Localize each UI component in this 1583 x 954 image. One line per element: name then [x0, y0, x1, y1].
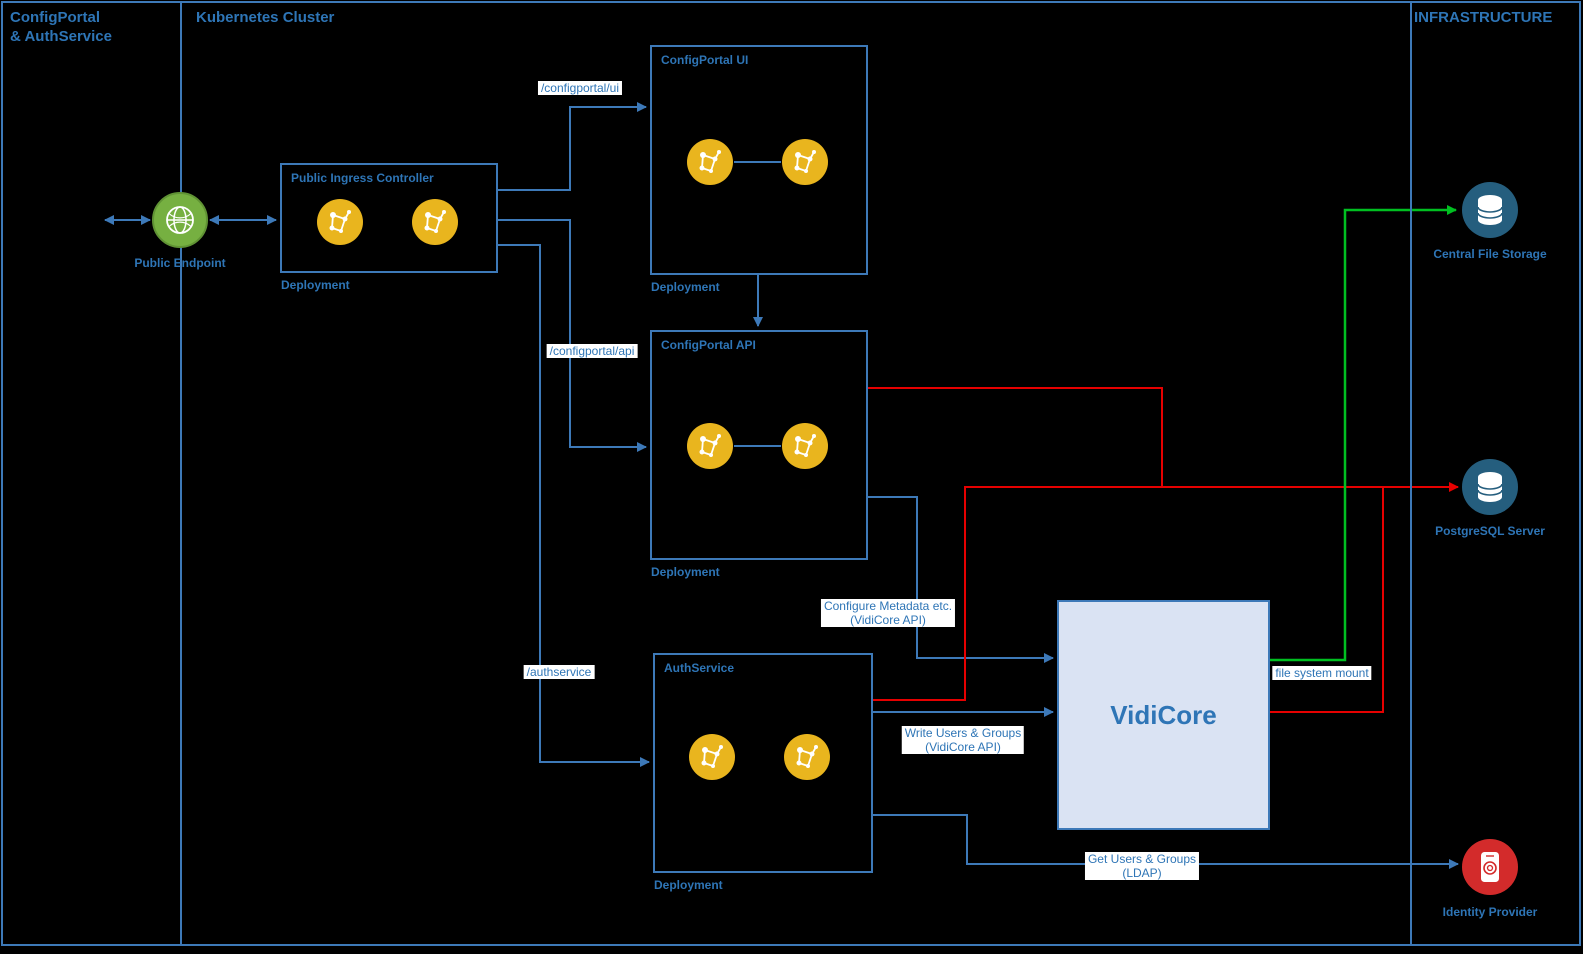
edge-ingress-authservice: [498, 244, 650, 767]
edge-label-authservice-path: /authservice: [523, 665, 595, 679]
edge-api-postgres: [868, 387, 1163, 487]
identity-provider-node: [1462, 839, 1518, 895]
postgresql-server-label: PostgreSQL Server: [1435, 524, 1545, 538]
section-title-line2: & AuthService: [10, 28, 112, 45]
configportal-api-title: ConfigPortal API: [661, 338, 756, 352]
edge-label-configportal-ui-path: /configportal/ui: [537, 81, 623, 95]
pod-icon: [317, 199, 363, 245]
public-endpoint-node: [152, 192, 208, 248]
edge-label-write-users-groups: Write Users & Groups (VidiCore API): [901, 726, 1025, 754]
edge-label-line: (VidiCore API): [925, 740, 1001, 754]
edge-ingress-configportal-ui: [498, 102, 647, 191]
public-ingress-controller-box: Public Ingress Controller: [280, 163, 498, 273]
vidicore-box: VidiCore: [1057, 600, 1270, 830]
postgresql-server-node: [1462, 459, 1518, 515]
configportal-ui-deployment-label: Deployment: [651, 280, 720, 294]
configportal-api-deployment-label: Deployment: [651, 565, 720, 579]
section-title-line1: ConfigPortal: [10, 9, 100, 26]
pod-icon: [782, 423, 828, 469]
section-title-infrastructure: INFRASTRUCTURE: [1414, 9, 1553, 26]
pod-icon: [784, 734, 830, 780]
configportal-ui-title: ConfigPortal UI: [661, 53, 749, 67]
ingress-deployment-label: Deployment: [281, 278, 350, 292]
edge-vidicore-postgres: [1270, 487, 1384, 713]
edge-label-configportal-api-path: /configportal/api: [546, 344, 638, 358]
section-title-configportal-authservice: ConfigPortal & AuthService: [10, 8, 112, 46]
edge-api-vidicore: [868, 496, 1054, 663]
edge-label-configure-metadata: Configure Metadata etc. (VidiCore API): [820, 599, 956, 627]
edge-vidicore-file-storage: [1270, 205, 1457, 662]
identity-provider-label: Identity Provider: [1442, 905, 1538, 919]
database-icon: [1477, 472, 1503, 502]
pod-icon: [412, 199, 458, 245]
central-file-storage-node: [1462, 182, 1518, 238]
edge-label-line: (LDAP): [1122, 866, 1162, 880]
divider-left-section: [180, 1, 182, 946]
public-endpoint-label: Public Endpoint: [134, 256, 226, 270]
pod-icon: [782, 139, 828, 185]
public-ingress-controller-title: Public Ingress Controller: [291, 171, 434, 185]
configportal-api-box: ConfigPortal API: [650, 330, 868, 560]
authservice-title: AuthService: [664, 661, 735, 675]
section-title-kubernetes-cluster: Kubernetes Cluster: [196, 9, 335, 26]
authservice-deployment-label: Deployment: [654, 878, 723, 892]
fingerprint-phone-icon: [1481, 852, 1499, 882]
pod-icon: [687, 139, 733, 185]
central-file-storage-label: Central File Storage: [1433, 247, 1547, 261]
edge-auth-identity-provider: [873, 814, 1459, 869]
pod-icon: [687, 423, 733, 469]
vidicore-label: VidiCore: [1110, 699, 1217, 730]
edge-label-line: Get Users & Groups: [1087, 852, 1197, 866]
divider-infrastructure: [1410, 1, 1412, 946]
edge-label-line: Write Users & Groups: [904, 726, 1022, 740]
edge-label-file-system-mount: file system mount: [1272, 666, 1372, 680]
edge-auth-postgres: [873, 482, 1459, 701]
edge-ingress-configportal-api: [498, 219, 647, 452]
edge-label-line: Configure Metadata etc.: [823, 599, 953, 613]
edge-label-get-users-groups: Get Users & Groups (LDAP): [1084, 852, 1200, 880]
edge-label-line: (VidiCore API): [850, 613, 926, 627]
database-icon: [1477, 195, 1503, 225]
configportal-ui-box: ConfigPortal UI: [650, 45, 868, 275]
authservice-box: AuthService: [653, 653, 873, 873]
pod-icon: [689, 734, 735, 780]
globe-icon: [166, 206, 194, 234]
